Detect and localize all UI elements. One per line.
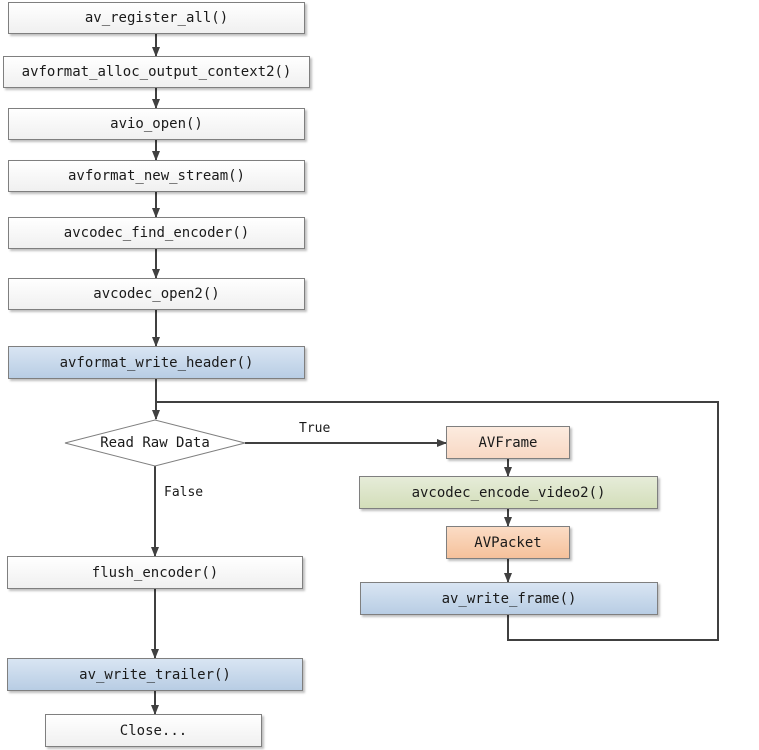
node-avformat-write-header: avformat_write_header() <box>8 346 305 379</box>
node-label: av_write_trailer() <box>79 666 231 683</box>
node-avcodec-encode-video2: avcodec_encode_video2() <box>359 476 658 509</box>
node-av-register-all: av_register_all() <box>8 2 305 34</box>
node-avformat-alloc-output-context2: avformat_alloc_output_context2() <box>3 56 310 88</box>
node-label: avformat_write_header() <box>59 354 254 371</box>
node-avformat-new-stream: avformat_new_stream() <box>8 160 305 192</box>
node-label: av_write_frame() <box>441 590 577 607</box>
node-label: avio_open() <box>110 116 203 132</box>
node-av-write-frame: av_write_frame() <box>360 582 658 615</box>
read-raw-data-label: Read Raw Data <box>100 435 210 451</box>
node-avcodec-open2: avcodec_open2() <box>8 278 305 310</box>
node-label: avcodec_encode_video2() <box>411 484 606 501</box>
node-av-write-trailer: av_write_trailer() <box>7 658 303 691</box>
node-label: Close... <box>119 722 188 739</box>
node-close: Close... <box>45 714 262 747</box>
node-avio-open: avio_open() <box>8 108 305 140</box>
node-label: flush_encoder() <box>91 564 219 581</box>
read-raw-data-decision <box>64 419 246 467</box>
node-avcodec-find-encoder: avcodec_find_encoder() <box>8 217 305 249</box>
node-label: avformat_alloc_output_context2() <box>21 64 292 80</box>
node-label: AVPacket <box>474 534 542 551</box>
true-label: True <box>299 421 331 436</box>
node-label: avcodec_open2() <box>93 286 220 302</box>
node-label: av_register_all() <box>84 10 229 26</box>
node-avpacket: AVPacket <box>446 526 570 559</box>
loop-back-line <box>156 401 719 641</box>
node-label: AVFrame <box>478 434 538 451</box>
node-label: avformat_new_stream() <box>67 168 245 184</box>
node-label: avcodec_find_encoder() <box>63 225 250 241</box>
node-flush-encoder: flush_encoder() <box>7 556 303 589</box>
false-label: False <box>164 485 204 500</box>
node-avframe: AVFrame <box>446 426 570 459</box>
